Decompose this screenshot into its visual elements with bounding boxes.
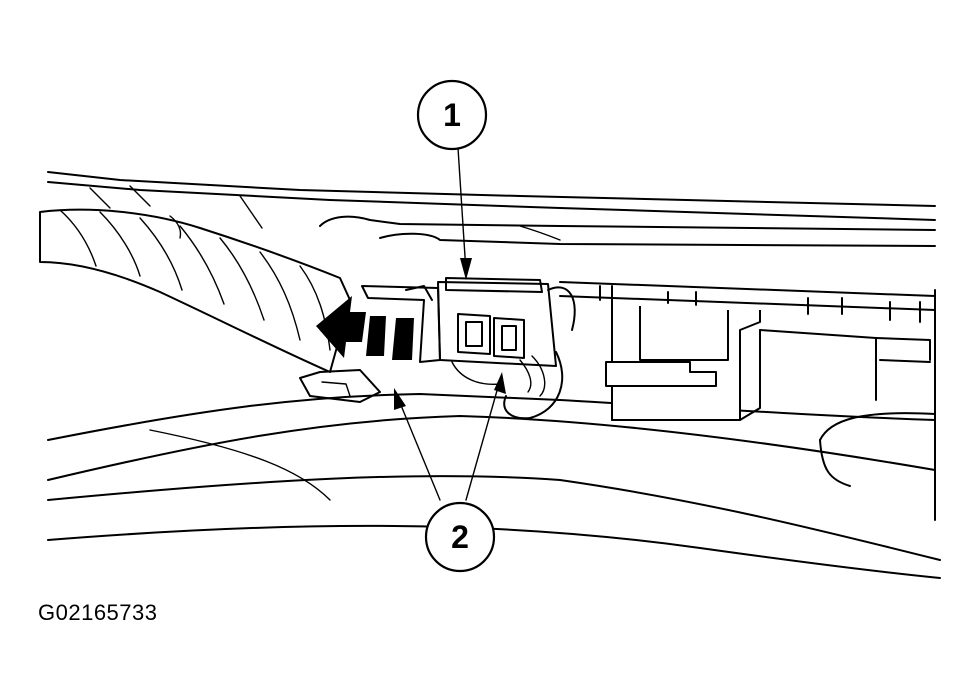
callout-1: 1	[416, 79, 488, 151]
callout-1-label: 1	[443, 97, 461, 133]
callout-2: 2	[424, 501, 496, 573]
mounting-bracket	[559, 281, 936, 421]
lower-panel-lines	[47, 289, 941, 579]
electrical-connector	[299, 277, 576, 420]
wiring-harness	[39, 208, 351, 373]
callout-2-label: 2	[451, 519, 469, 555]
upper-trim-panel	[47, 171, 936, 247]
disconnect-direction-arrow	[316, 296, 414, 360]
figure-id: G02165733	[38, 600, 158, 625]
leader-lines	[394, 147, 506, 501]
